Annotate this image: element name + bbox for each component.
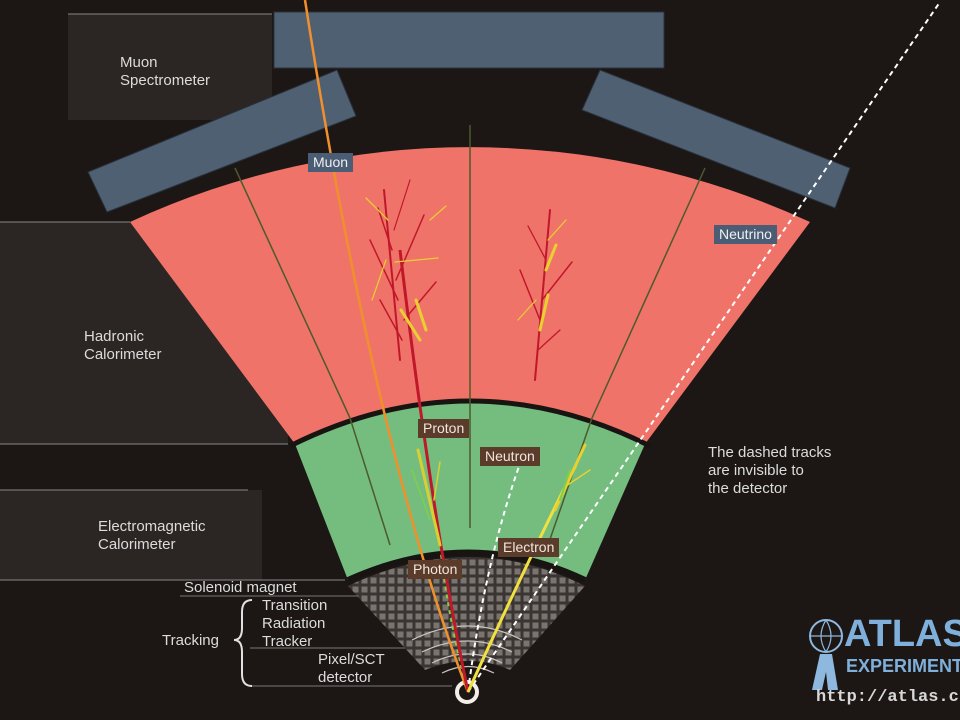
shower-branch bbox=[365, 197, 389, 221]
shower-branch bbox=[527, 225, 547, 261]
muon-chamber-left bbox=[87, 69, 357, 213]
shower-branch bbox=[538, 293, 550, 332]
shower-branch bbox=[547, 219, 567, 241]
trt-region bbox=[348, 557, 585, 670]
sct-arc bbox=[441, 665, 495, 674]
shower-branch bbox=[517, 299, 537, 321]
shower-branch bbox=[377, 207, 393, 251]
solenoid-magnet-label: Solenoid magnet bbox=[184, 579, 297, 596]
muon-track bbox=[303, 0, 470, 693]
tracking-brace bbox=[233, 599, 253, 687]
pixel-sct-arcs bbox=[411, 625, 523, 674]
hadronic-calorimeter-label: Hadronic Calorimeter bbox=[84, 328, 162, 363]
em-label-band bbox=[0, 490, 262, 580]
shower-branch bbox=[379, 299, 403, 341]
sct-arc bbox=[431, 653, 503, 664]
dashed-tracks-note: The dashed tracks are invisible to the d… bbox=[708, 444, 832, 497]
electron-shower bbox=[559, 469, 571, 501]
shower-branch bbox=[541, 261, 573, 301]
shower-branch bbox=[537, 329, 561, 351]
muon-chambers bbox=[87, 11, 851, 213]
sct-arc bbox=[421, 640, 513, 653]
shower-branch bbox=[519, 269, 541, 321]
muon-spectrometer-label: Muon Spectrometer bbox=[120, 54, 211, 89]
shower-branch bbox=[371, 259, 387, 301]
em-calorimeter-label: Electromagnetic Calorimeter bbox=[98, 518, 206, 553]
neutron-tag: Neutron bbox=[480, 447, 540, 466]
neutron-track bbox=[467, 457, 523, 693]
photon-shower bbox=[416, 448, 442, 547]
shower-branch bbox=[369, 239, 399, 301]
photon-shower bbox=[433, 461, 441, 501]
neutrino-track bbox=[467, 1, 941, 693]
hadronic-shower-left bbox=[365, 179, 447, 361]
shower-branch bbox=[414, 298, 428, 332]
shower-branch bbox=[399, 308, 422, 342]
shower-branch bbox=[534, 209, 551, 381]
electron-shower bbox=[565, 469, 591, 487]
divider-line bbox=[349, 417, 391, 546]
sct-arc bbox=[411, 625, 523, 641]
shower-branch bbox=[394, 257, 439, 263]
hadronic-shower-right bbox=[517, 209, 573, 381]
shower-branch bbox=[544, 243, 558, 272]
neutrino-tag: Neutrino bbox=[714, 225, 777, 244]
photon-tag: Photon bbox=[408, 560, 463, 579]
segment-dividers bbox=[234, 125, 706, 546]
shower-branch bbox=[403, 281, 437, 321]
solenoid-arc bbox=[346, 549, 587, 583]
muon-chamber-right bbox=[581, 69, 851, 209]
atlas-logo: ATLAS EXPERIMENT http://atlas.ch bbox=[806, 614, 960, 714]
globe-meridian bbox=[810, 619, 842, 653]
muon-label-band bbox=[68, 14, 272, 120]
electron-tag: Electron bbox=[498, 538, 560, 557]
muon-chamber-top bbox=[273, 11, 665, 69]
muon-tag: Muon bbox=[308, 153, 354, 172]
em-showers bbox=[411, 443, 591, 547]
trt-label: Transition Radiation Tracker bbox=[262, 597, 328, 650]
figure-body bbox=[812, 654, 838, 690]
divider-line bbox=[234, 167, 351, 419]
photon-shower bbox=[411, 469, 431, 521]
divider-line bbox=[547, 417, 593, 546]
shower-branch bbox=[393, 179, 411, 231]
tracking-label: Tracking bbox=[162, 632, 219, 649]
proton-tag: Proton bbox=[418, 419, 470, 438]
logo-name: ATLAS bbox=[844, 613, 960, 655]
shower-branch bbox=[429, 205, 447, 221]
logo-subtitle: EXPERIMENT bbox=[846, 656, 960, 676]
pixel-sct-label: Pixel/SCT detector bbox=[318, 651, 385, 686]
logo-url: http://atlas.ch bbox=[816, 688, 960, 707]
divider-line bbox=[591, 167, 706, 419]
atlas-logo-figure bbox=[809, 619, 843, 690]
shower-branch bbox=[395, 214, 425, 281]
